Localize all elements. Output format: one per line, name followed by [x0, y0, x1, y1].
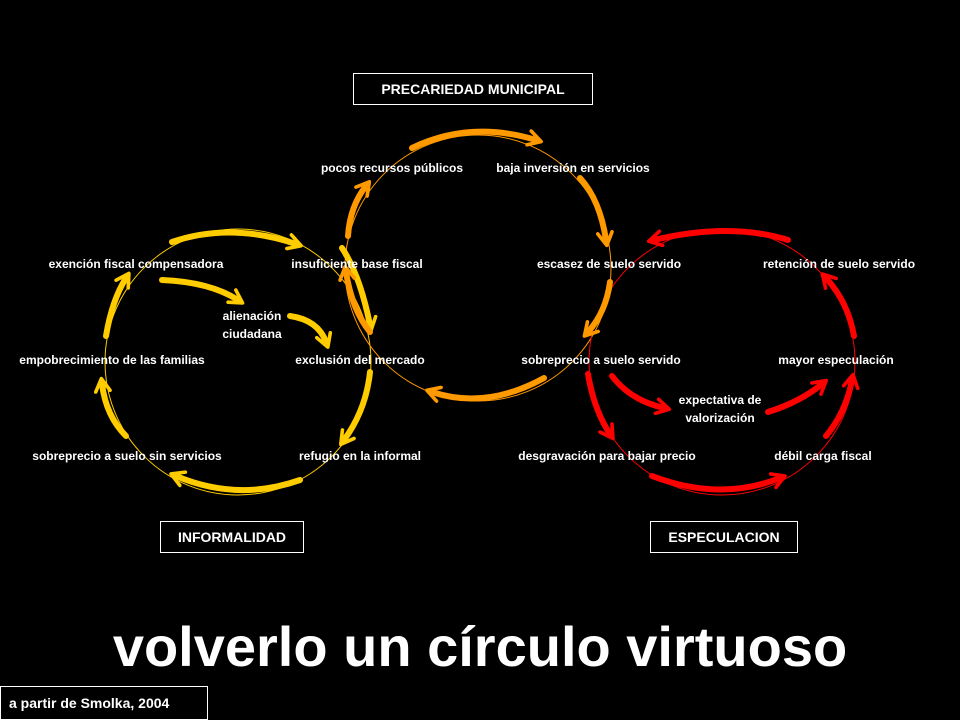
informalidad-box: INFORMALIDAD: [160, 521, 304, 553]
node-expectativa: expectativa de valorización: [678, 393, 762, 425]
arrow-debil-to-mayor: [823, 372, 860, 439]
node-exclusion-mercado: exclusión del mercado: [295, 353, 425, 367]
node-exencion-fiscal: exención fiscal compensadora: [48, 257, 224, 271]
node-alienacion: alienación ciudadana: [222, 309, 282, 341]
precariedad-box: PRECARIEDAD MUNICIPAL: [353, 73, 593, 105]
arrow-insuficiente-to-pocos: [345, 179, 372, 239]
arrow-escasez-to-sobreprecio: [582, 279, 613, 338]
node-desgravacion: desgravación para bajar precio: [518, 449, 696, 463]
source-credit: a partir de Smolka, 2004: [0, 686, 208, 720]
arrow-exencion-to-alienacion: [159, 277, 245, 305]
node-pocos-recursos: pocos recursos públicos: [320, 161, 464, 175]
especulacion-box: ESPECULACION: [650, 521, 798, 553]
arrow-refugio-to-sobreprecio-sin: [169, 470, 303, 493]
arrow-pocos-to-baja: [409, 128, 543, 151]
arrow-insuficiente-to-exclusion: [339, 245, 378, 333]
arrow-exencion-to-insuficiente: [169, 229, 303, 251]
page-title: volverlo un círculo virtuoso: [112, 615, 848, 678]
arrow-baja-to-escasez: [577, 175, 614, 248]
arrow-alienacion-to-exclusion: [287, 313, 333, 349]
node-insuficiente-base: insuficiente base fiscal: [291, 257, 423, 271]
arrow-exclusion-to-refugio: [339, 369, 373, 447]
node-sobreprecio-servido: sobreprecio a suelo servido: [521, 353, 681, 367]
arrow-expectativa-to-mayor: [765, 378, 828, 415]
node-escasez-suelo: escasez de suelo servido: [536, 257, 682, 271]
arrow-exclusion-to-insuficiente: [338, 264, 373, 335]
informalidad-circle: [104, 228, 372, 496]
node-mayor-especulacion: mayor especulación: [778, 353, 894, 367]
arrow-desgravacion-to-debil: [649, 472, 787, 493]
arrow-retencion-to-escasez: [646, 228, 791, 248]
arrow-sobreprecio-sin-to-empobrecimiento: [93, 376, 129, 439]
arrow-sobreprecio-to-expectativa: [609, 373, 672, 416]
arrow-sobreprecio-to-desgravacion: [585, 371, 615, 441]
arrow-sobreprecio-to-exclusion: [425, 375, 547, 403]
arrow-mayor-to-retencion: [820, 272, 857, 339]
node-empobrecimiento: empobrecimiento de las familias: [19, 353, 205, 367]
node-refugio: refugio en la informal: [298, 449, 422, 463]
arrow-empobrecimiento-to-exencion: [103, 271, 131, 339]
node-debil-carga: débil carga fiscal: [774, 449, 872, 463]
node-retencion-suelo: retención de suelo servido: [762, 257, 916, 271]
node-baja-inversion: baja inversión en servicios: [496, 161, 650, 175]
node-sobreprecio-sin: sobreprecio a suelo sin servicios: [32, 449, 222, 463]
